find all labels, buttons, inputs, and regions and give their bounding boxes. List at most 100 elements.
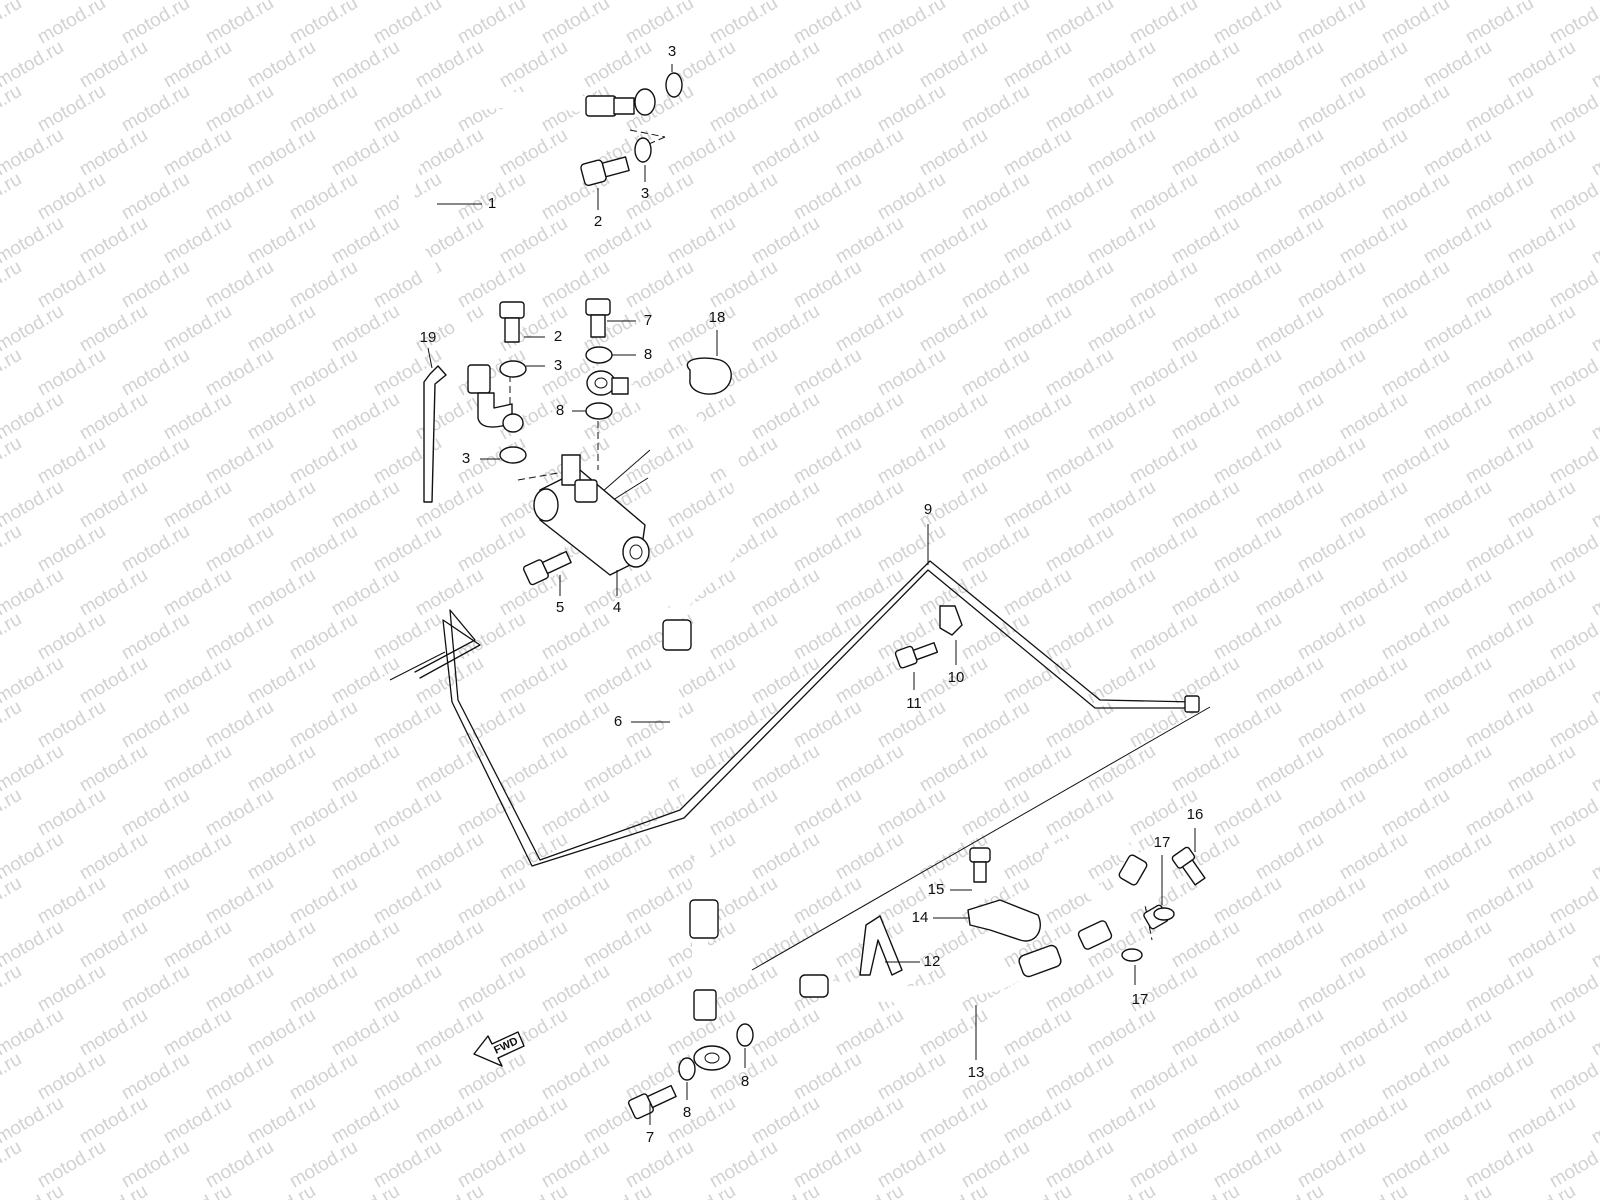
watermark-text: motod.ru (160, 1181, 235, 1200)
watermark-text: motod.ru (1042, 961, 1117, 1017)
watermark-text: motod.ru (34, 433, 109, 489)
watermark-text: motod.ru (1504, 477, 1579, 533)
watermark-text: motod.ru (0, 1137, 25, 1193)
watermark-text: motod.ru (286, 345, 361, 401)
watermark-text: motod.ru (412, 37, 487, 93)
callout-19: 19 (420, 329, 437, 346)
watermark-text: motod.ru (1462, 521, 1537, 577)
watermark-text: motod.ru (160, 1093, 235, 1149)
watermark-text: motod.ru (706, 785, 781, 841)
watermark-text: motod.ru (1294, 1137, 1369, 1193)
watermark-text: motod.ru (706, 697, 781, 753)
watermark-text: motod.ru (454, 697, 529, 753)
watermark-text: motod.ru (34, 961, 109, 1017)
watermark-text: motod.ru (76, 37, 151, 93)
watermark-text: motod.ru (958, 81, 1033, 137)
watermark-text: motod.ru (1210, 1137, 1285, 1193)
watermark-text: motod.ru (412, 1181, 487, 1200)
watermark-text: motod.ru (1378, 1049, 1453, 1105)
watermark-text: motod.ru (748, 1093, 823, 1149)
watermark-text: motod.ru (496, 653, 571, 709)
watermark-text: motod.ru (1336, 125, 1411, 181)
watermark-text: motod.ru (958, 521, 1033, 577)
watermark-text: motod.ru (1126, 345, 1201, 401)
watermark-text: motod.ru (874, 0, 949, 48)
watermark-text: motod.ru (1504, 389, 1579, 445)
callout-8a: 8 (644, 346, 652, 363)
watermark-text: motod.ru (328, 301, 403, 357)
watermark-text: motod.ru (202, 81, 277, 137)
watermark-text: motod.ru (874, 81, 949, 137)
watermark-text: motod.ru (454, 961, 529, 1017)
watermark-text: motod.ru (1210, 1049, 1285, 1105)
watermark-text: motod.ru (244, 917, 319, 973)
watermark-text: motod.ru (1084, 301, 1159, 357)
watermark-text: motod.ru (1546, 81, 1600, 137)
watermark-text: motod.ru (118, 169, 193, 225)
watermark-text: motod.ru (1336, 741, 1411, 797)
watermark-text: motod.ru (748, 741, 823, 797)
watermark-text: motod.ru (706, 961, 781, 1017)
watermark-text: motod.ru (160, 565, 235, 621)
watermark-text: motod.ru (496, 37, 571, 93)
watermark-text: motod.ru (1000, 565, 1075, 621)
watermark-text: motod.ru (1378, 81, 1453, 137)
watermark-text: motod.ru (832, 565, 907, 621)
watermark-text: motod.ru (748, 917, 823, 973)
watermark-text: motod.ru (286, 169, 361, 225)
watermark-text: motod.ru (832, 741, 907, 797)
watermark-text: motod.ru (1042, 81, 1117, 137)
watermark-text: motod.ru (202, 785, 277, 841)
watermark-text: motod.ru (454, 521, 529, 577)
watermark-text: motod.ru (76, 653, 151, 709)
watermark-text: motod.ru (1378, 521, 1453, 577)
watermark-text: motod.ru (748, 301, 823, 357)
watermark-text: motod.ru (790, 785, 865, 841)
watermark-text: motod.ru (622, 169, 697, 225)
watermark-text: motod.ru (1588, 37, 1600, 93)
washers (499, 72, 1175, 1081)
watermark-text: motod.ru (1210, 609, 1285, 665)
watermark-text: motod.ru (664, 125, 739, 181)
watermark-text: motod.ru (202, 345, 277, 401)
watermark-text: motod.ru (328, 741, 403, 797)
watermark-text: motod.ru (76, 301, 151, 357)
watermark-text: motod.ru (34, 697, 109, 753)
watermark-text: motod.ru (1252, 741, 1327, 797)
watermark-text: motod.ru (790, 521, 865, 577)
watermark-text: motod.ru (328, 1005, 403, 1061)
watermark-text: motod.ru (706, 609, 781, 665)
watermark-text: motod.ru (34, 257, 109, 313)
watermark-text: motod.ru (1000, 477, 1075, 533)
watermark-text: motod.ru (916, 741, 991, 797)
callout-14: 14 (912, 909, 929, 926)
watermark-text: motod.ru (622, 257, 697, 313)
watermark-text: motod.ru (832, 213, 907, 269)
watermark-text: motod.ru (1294, 609, 1369, 665)
watermark-text: motod.ru (1420, 565, 1495, 621)
watermark-text: motod.ru (790, 697, 865, 753)
watermark-text: motod.ru (496, 125, 571, 181)
watermark-text: motod.ru (1168, 301, 1243, 357)
watermark-text: motod.ru (76, 1005, 151, 1061)
watermark-text: motod.ru (1084, 1005, 1159, 1061)
watermark-text: motod.ru (34, 1049, 109, 1105)
callout-2a: 2 (594, 213, 602, 230)
watermark-text: motod.ru (76, 125, 151, 181)
watermark-text: motod.ru (874, 345, 949, 401)
watermark-text: motod.ru (454, 785, 529, 841)
watermark-text: motod.ru (1042, 609, 1117, 665)
watermark-text: motod.ru (1210, 433, 1285, 489)
watermark-text: motod.ru (328, 37, 403, 93)
watermark-text: motod.ru (664, 477, 739, 533)
callout-numbers: 1 2 2 3 3 3 3 4 5 6 7 7 8 8 8 8 9 10 11 … (420, 43, 1204, 1146)
watermark-text: motod.ru (706, 169, 781, 225)
watermark-text: motod.ru (790, 81, 865, 137)
watermark-text: motod.ru (454, 1137, 529, 1193)
watermark-text: motod.ru (118, 961, 193, 1017)
watermark-text: motod.ru (244, 125, 319, 181)
watermark-text: motod.ru (328, 653, 403, 709)
watermark-text: motod.ru (412, 741, 487, 797)
watermark-text: motod.ru (790, 1049, 865, 1105)
watermark-text: motod.ru (1588, 741, 1600, 797)
